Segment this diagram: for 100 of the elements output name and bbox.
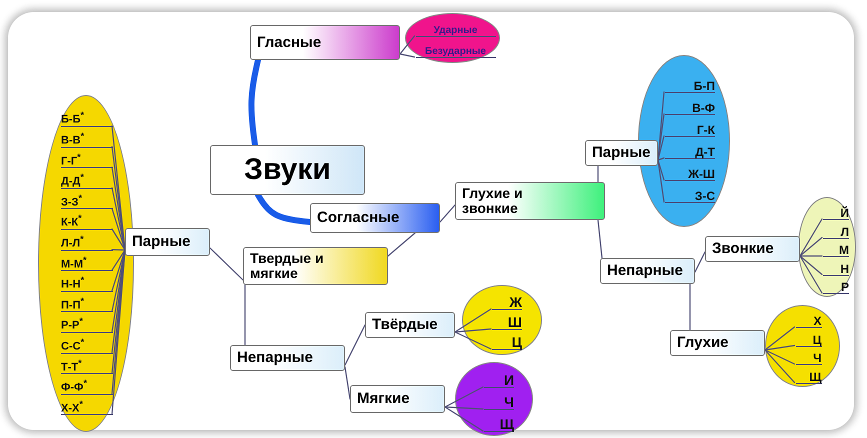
node-label: В-В$^{*}$	[61, 132, 84, 147]
connector-line	[454, 331, 492, 350]
node-label: Ударные	[434, 26, 478, 36]
topic-box	[310, 203, 440, 233]
node-label: Согласные	[317, 210, 400, 226]
node-label: Твёрдые	[372, 317, 438, 333]
connector-line	[444, 406, 484, 410]
connector-line	[657, 135, 665, 161]
node-label: Г-Г$^{*}$	[61, 152, 81, 168]
node-label: Н-Н$^{*}$	[61, 276, 84, 291]
node-label: Ч	[813, 352, 822, 364]
node-label: Мягкие	[357, 391, 410, 407]
node-label: В-Ф	[692, 102, 715, 114]
connector-line	[597, 219, 603, 259]
node-label: Г-К	[696, 124, 715, 136]
connector-line	[799, 255, 823, 276]
connector-line	[111, 249, 126, 271]
topic-box	[230, 345, 345, 371]
connector-line	[764, 349, 796, 384]
node-label: Л	[840, 226, 849, 238]
topic-box	[243, 247, 388, 285]
node-label: Й	[840, 207, 849, 219]
node-label: Непарные	[607, 263, 683, 279]
connector-line	[764, 349, 796, 365]
node-label: Звуки	[244, 154, 331, 186]
node-label: Д-Д$^{*}$	[61, 173, 84, 188]
connector-line	[799, 255, 823, 257]
topic-box	[250, 25, 400, 60]
connector-line	[799, 218, 823, 257]
node-label: Д-Т	[695, 146, 715, 158]
node-label: Б-П	[694, 80, 715, 92]
connector-line	[799, 255, 823, 294]
connector-line	[597, 165, 599, 183]
node-label: Р	[840, 281, 849, 293]
list-item	[61, 295, 113, 312]
list-item	[61, 274, 113, 292]
connector-line	[694, 251, 706, 273]
branch-curve	[255, 192, 313, 225]
node-label: Непарные	[237, 350, 313, 366]
node-label: Р-Р$^{*}$	[61, 317, 83, 332]
list-item	[823, 204, 849, 220]
topic-box	[705, 236, 800, 262]
connector-line	[399, 35, 416, 55]
topic-box	[210, 145, 365, 195]
branch-curve	[248, 57, 261, 148]
connector-line	[799, 236, 823, 257]
topic-box	[350, 385, 445, 413]
node-label: Б-Б$^{*}$	[61, 111, 84, 126]
connector-line	[764, 344, 796, 351]
list-item	[61, 213, 113, 230]
list-item	[61, 192, 113, 210]
connector-line	[387, 232, 416, 257]
list-item	[61, 151, 113, 168]
node-label: Ц	[512, 335, 522, 349]
connector-line	[657, 159, 665, 203]
topic-box	[125, 228, 210, 256]
node-label: М	[839, 244, 849, 256]
node-label: З-С	[694, 190, 715, 202]
connector-line	[689, 283, 691, 331]
node-label: Безударные	[425, 47, 486, 57]
node-label: З-З$^{*}$	[61, 194, 82, 208]
topic-box	[585, 140, 658, 166]
node-label: Щ	[500, 417, 514, 431]
connector-line	[454, 328, 492, 333]
list-item	[61, 130, 113, 148]
list-item	[61, 234, 113, 251]
node-label: Ж	[509, 295, 522, 309]
connector-line	[764, 326, 796, 351]
node-label: Глухие и звонкие	[462, 186, 524, 216]
node-label: Парные	[592, 145, 650, 161]
node-label: С-С$^{*}$	[61, 338, 84, 353]
node-label: Ц	[812, 334, 822, 346]
connector-line	[344, 324, 366, 366]
node-label: Х	[813, 315, 822, 327]
node-label: Ж-Ш	[688, 168, 715, 180]
node-label: Звонкие	[712, 241, 774, 257]
connector-line	[439, 204, 456, 223]
node-label: П-П$^{*}$	[61, 296, 84, 312]
node-label: К-К$^{*}$	[61, 214, 82, 229]
connector-line	[344, 366, 351, 400]
node-label: Л-Л$^{*}$	[61, 234, 84, 250]
node-label: Парные	[132, 234, 190, 250]
list-item	[61, 172, 113, 189]
connector-line	[444, 406, 484, 432]
connector-line	[657, 157, 665, 161]
list-item	[61, 357, 113, 374]
node-label: Ш	[508, 315, 522, 329]
node-label: Ф-Ф$^{*}$	[61, 379, 88, 394]
connector-line	[111, 228, 126, 251]
connector-line	[209, 247, 244, 281]
node-label: И	[504, 373, 514, 387]
list-item	[61, 110, 113, 127]
connector-line	[657, 159, 665, 181]
list-item	[61, 378, 113, 395]
list-item	[61, 254, 113, 272]
node-label: Щ	[809, 370, 822, 382]
node-label: Н	[840, 262, 849, 274]
connector-line	[454, 308, 492, 333]
connector-line	[444, 386, 484, 408]
topic-box	[670, 330, 765, 356]
